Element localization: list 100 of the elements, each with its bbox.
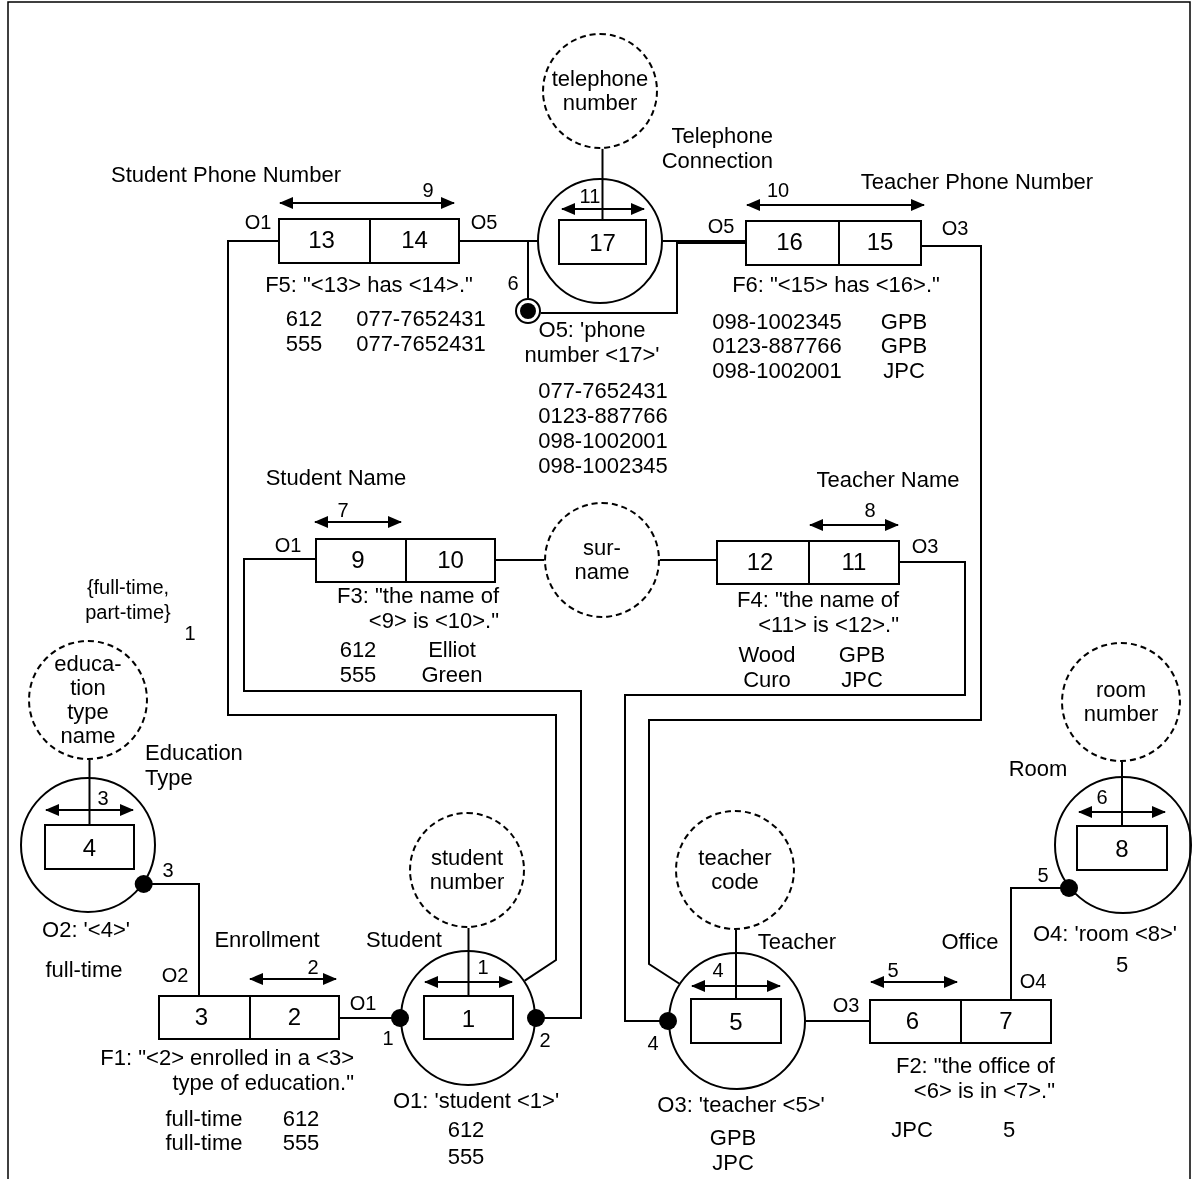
role-code: 9: [351, 546, 365, 571]
connector-line: [495, 559, 545, 561]
role-code: 5: [729, 1008, 743, 1034]
connector-line: [243, 558, 582, 1027]
connector-line: [339, 1009, 409, 1027]
object-type-name: Room: [1008, 755, 1068, 781]
verbalization-text: O2: '<4>': [42, 916, 130, 942]
verbalization-text: O1: 'student <1>': [392, 1087, 560, 1113]
constraint-number: 5: [887, 957, 899, 983]
fact-type-name: Student Name: [265, 464, 407, 490]
role-code: 17: [589, 229, 616, 255]
role-code: 12: [746, 548, 774, 573]
constraint-number: 4: [712, 957, 724, 983]
population-value: 555: [339, 661, 377, 687]
object-type-name: Telephone Connection: [660, 123, 773, 173]
population-value: 612: [282, 1105, 320, 1131]
connector-line: [1010, 879, 1078, 1000]
population-value: GPB: [838, 641, 886, 667]
connector-line: [467, 927, 470, 996]
constraint-number: 2: [539, 1027, 551, 1053]
object-type-code: O1: [244, 209, 272, 235]
role-code: 7: [999, 1007, 1013, 1032]
constraint-number: 5: [1037, 862, 1049, 888]
population-value: 612: [339, 636, 377, 662]
connector-line: [648, 245, 982, 985]
population-value: 5: [1115, 951, 1129, 977]
verbalization-text: O3: 'teacher <5>': [657, 1091, 825, 1117]
constraint-number: 4: [647, 1030, 659, 1056]
verbalization-text: F3: "the name of <9> is <10>.": [336, 583, 499, 633]
verbalization-text: O5: 'phone number <17>': [523, 317, 661, 367]
connector-line: [539, 242, 746, 314]
role-code: 4: [82, 834, 97, 860]
constraint-number: 3: [97, 785, 109, 811]
object-type-code: O3: [941, 215, 969, 241]
label-type-name: sur- name: [573, 536, 631, 584]
fact-type-name: Teacher Phone Number: [860, 168, 1094, 194]
population-value: 077-7652431: [538, 377, 668, 403]
verbalization-text: F4: "the name of <11> is <12>.": [736, 587, 899, 637]
connector-line: [624, 561, 966, 1030]
label-type-name: educa- tion type name: [53, 652, 123, 748]
population-value: JPC: [891, 1116, 933, 1142]
constraint-number: 6: [1096, 784, 1108, 810]
role-code: 13: [308, 226, 335, 252]
population-value: 0123-887766: [712, 332, 842, 358]
constraint-number: 9: [422, 177, 434, 203]
label-type-circle: [542, 33, 658, 149]
verbalization-text: F2: "the office of <6> is in <7>.": [894, 1053, 1055, 1103]
population-value: Curo: [743, 666, 791, 692]
object-type-name: Education Type: [145, 740, 244, 790]
role-code: 6: [905, 1007, 920, 1032]
object-type-code: O3: [832, 992, 860, 1018]
verbalization-text: F5: "<13> has <14>.": [265, 271, 473, 297]
object-type-code: O1: [349, 990, 377, 1016]
object-type-code: O4: [1019, 968, 1047, 994]
fact-type-name: Student Phone Number: [111, 161, 341, 187]
population-value: 077-7652431: [356, 330, 486, 356]
population-value: JPC: [712, 1149, 754, 1175]
object-type-code: O3: [911, 533, 939, 559]
constraint-number: 3: [162, 857, 174, 883]
value-constraint: {full-time, part-time}: [84, 575, 172, 625]
population-value: GPB: [709, 1124, 757, 1150]
object-type-code: O5: [707, 213, 735, 239]
population-value: 555: [447, 1143, 485, 1169]
object-type-code: O1: [274, 532, 302, 558]
role-code: 2: [287, 1003, 302, 1028]
object-type-name: Student: [366, 926, 442, 952]
constraint-number: 1: [477, 954, 489, 980]
role-code: 16: [776, 228, 803, 254]
population-value: 5: [1002, 1116, 1016, 1142]
role-code: 11: [841, 548, 867, 573]
connector-line: [659, 559, 717, 561]
label-type-circle: [28, 640, 148, 760]
label-type-circle: [1061, 642, 1181, 762]
constraint-number: 2: [307, 954, 319, 980]
connector-line: [735, 929, 737, 999]
population-value: Green: [421, 661, 483, 687]
constraint-number: 6: [507, 270, 519, 296]
connector-line: [134, 875, 200, 996]
verbalization-text: F6: "<15> has <16>.": [732, 271, 940, 297]
label-type-circle: [544, 502, 660, 618]
population-value: full-time: [165, 1129, 243, 1155]
label-type-name: student number: [428, 846, 506, 894]
population-value: 098-1002345: [712, 308, 842, 334]
label-type-circle: [409, 812, 525, 928]
population-value: 098-1002345: [538, 452, 668, 478]
role-code: 8: [1115, 835, 1129, 861]
population-value: 612: [285, 305, 323, 331]
label-type-name: teacher code: [697, 846, 773, 894]
population-value: full-time: [45, 956, 123, 982]
object-type-code: O2: [161, 962, 189, 988]
population-value: GPB: [880, 308, 928, 334]
population-value: 555: [285, 330, 323, 356]
population-value: Wood: [738, 641, 796, 667]
constraint-number: 7: [337, 497, 349, 523]
connector-line: [805, 1020, 870, 1022]
connector-line: [459, 240, 529, 299]
population-value: JPC: [841, 666, 883, 692]
population-value: 612: [447, 1116, 485, 1142]
circled-dot: [515, 298, 541, 324]
role-code: 15: [866, 228, 894, 254]
